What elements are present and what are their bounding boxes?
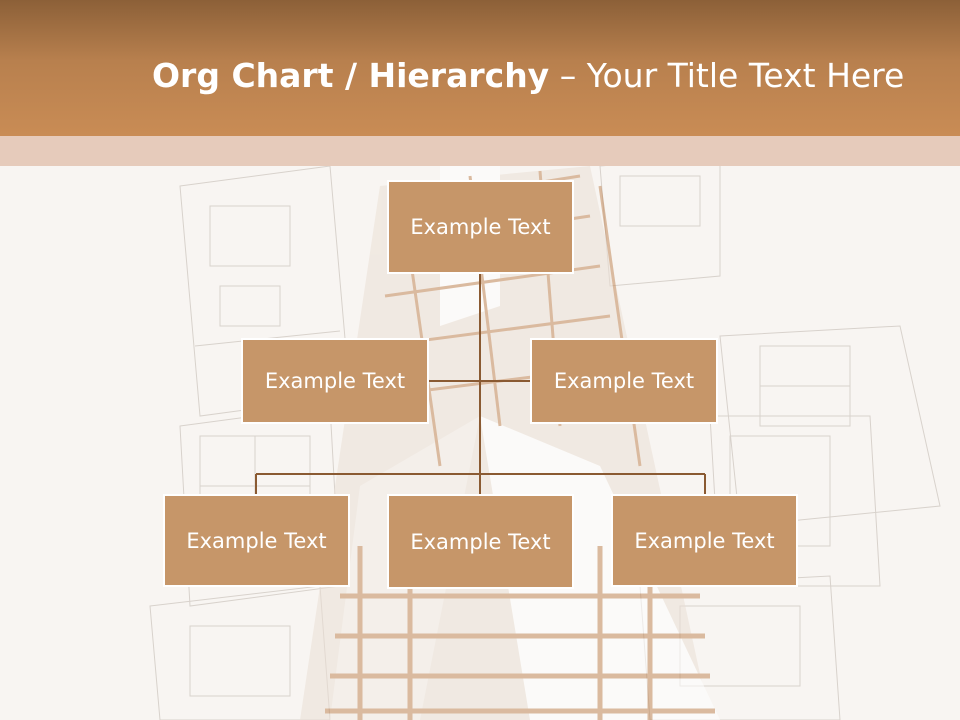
title-rest-part: Your Title Text Here xyxy=(586,56,905,95)
title-dash: – xyxy=(549,56,587,95)
org-node-level3-left[interactable]: Example Text xyxy=(163,494,350,587)
org-node-level3-center[interactable]: Example Text xyxy=(387,494,574,589)
org-node-level2-left[interactable]: Example Text xyxy=(241,338,429,424)
title-accent-band xyxy=(0,136,960,166)
title-bar xyxy=(0,0,960,136)
org-node-level2-right[interactable]: Example Text xyxy=(530,338,718,424)
org-node-level3-right[interactable]: Example Text xyxy=(611,494,798,587)
title-bold-part: Org Chart / Hierarchy xyxy=(152,56,550,95)
org-node-root[interactable]: Example Text xyxy=(387,180,574,274)
slide-title: Org Chart / Hierarchy – Your Title Text … xyxy=(152,56,904,95)
